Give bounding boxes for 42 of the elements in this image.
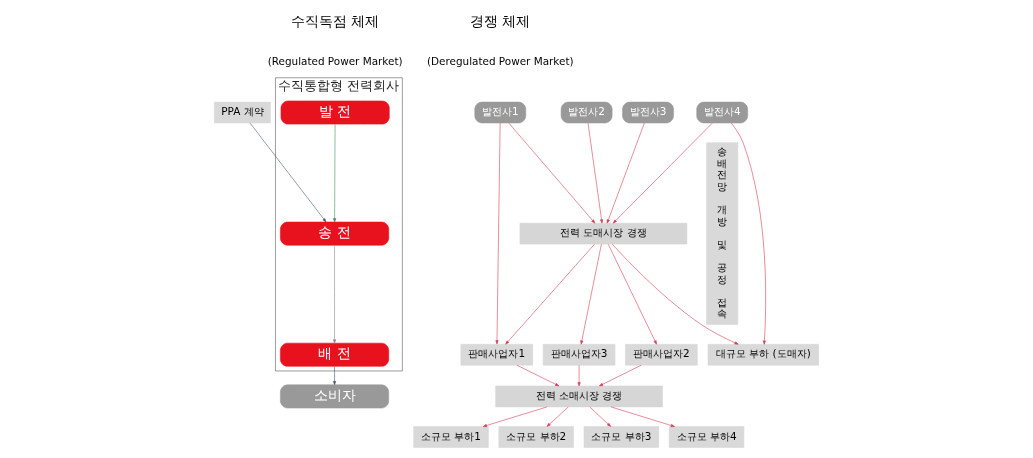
arrow — [577, 365, 581, 387]
arrow — [580, 243, 602, 345]
node-box: 송 전 — [280, 221, 390, 246]
arrow — [505, 243, 595, 345]
node-box: 전력 도매시장 경쟁 — [519, 222, 688, 245]
arrow — [612, 122, 713, 224]
arrow — [333, 366, 337, 386]
arrow — [546, 406, 569, 427]
node-box: 소규모 부하3 — [583, 426, 660, 448]
arrow — [599, 364, 642, 387]
arrow — [333, 245, 337, 344]
arrow — [730, 122, 766, 345]
node-box: 대규모 부하 (도매자) — [707, 344, 819, 366]
arrow — [587, 122, 604, 224]
node-box: 발전사1 — [474, 101, 527, 124]
arrow — [610, 406, 675, 427]
node-box: 배 전 — [280, 342, 390, 367]
label: (Regulated Power Market) — [267, 55, 403, 68]
arrow — [333, 123, 337, 223]
node-box: 송배전망 개방 및 공정 접속 — [706, 142, 739, 325]
arrow — [482, 406, 548, 427]
node-box: 발전사4 — [696, 101, 748, 124]
label: 수직독점 체제 — [290, 12, 380, 29]
node-box: 소규모 부하2 — [498, 426, 574, 448]
label: (Deregulated Power Market) — [426, 55, 574, 68]
node-box: 판매사업자1 — [460, 344, 533, 366]
arrow — [606, 122, 645, 224]
node-box: 판매사업자2 — [625, 344, 698, 366]
node-box: 발전사3 — [622, 101, 674, 124]
label: 경쟁 체제 — [470, 12, 531, 29]
node-box: PPA 계약 — [214, 101, 271, 124]
arrow — [589, 406, 611, 427]
arrow — [612, 243, 739, 345]
arrow — [495, 122, 501, 345]
arrow — [508, 122, 596, 224]
arrow — [607, 243, 657, 345]
node-box: 발전사2 — [560, 101, 613, 124]
arrow — [249, 122, 327, 223]
node-box: 판매사업자3 — [542, 344, 616, 366]
node-box: 소비자 — [280, 384, 390, 409]
arrow — [516, 364, 560, 387]
node-box: 발 전 — [280, 100, 390, 125]
